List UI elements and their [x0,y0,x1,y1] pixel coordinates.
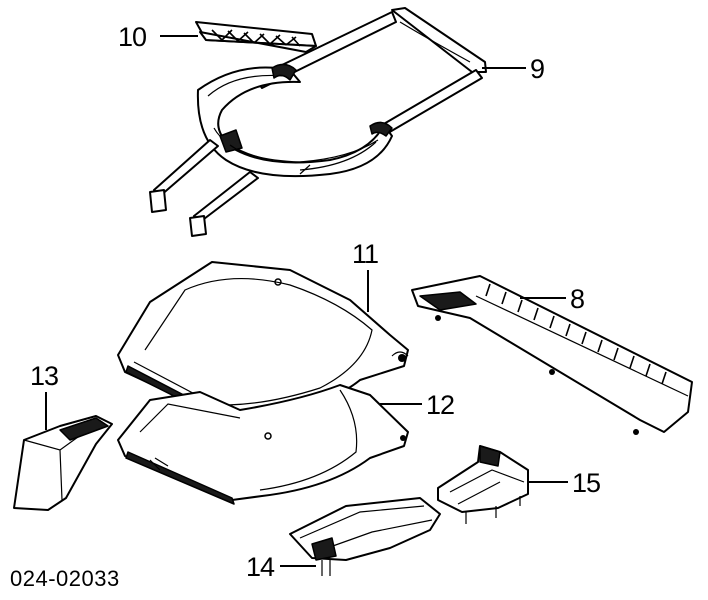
callout-8: 8 [570,284,584,314]
drawing-code: 024-02033 [10,566,120,591]
part-9-carrier-frame [149,7,487,237]
part-14-trim-bracket [289,497,441,576]
callout-15: 15 [572,468,600,498]
part-10-bracket [195,21,317,53]
part-15-retaining-bracket [437,445,529,524]
callout-14: 14 [246,552,275,582]
callout-11: 11 [352,239,378,269]
callout-9: 9 [530,54,544,84]
callout-13: 13 [30,361,58,391]
part-12-floor-pan [117,384,409,505]
part-8-sill-trim [411,275,693,435]
part-13-corner-block [13,415,113,511]
callout-12: 12 [426,390,454,420]
callout-10: 10 [118,22,146,52]
